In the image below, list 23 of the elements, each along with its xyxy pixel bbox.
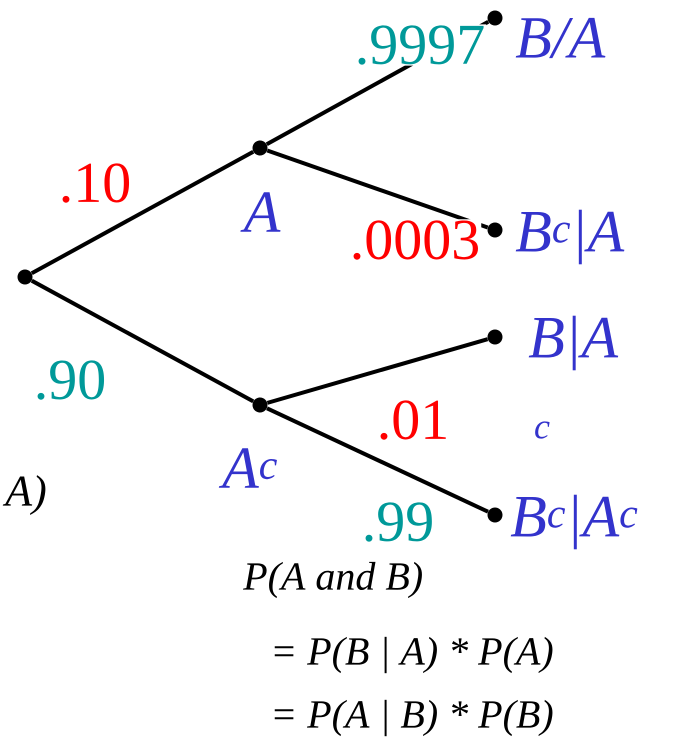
outcome-label: A$^{c}$ (218, 448, 277, 488)
branch-line (30, 278, 254, 404)
branch-line (30, 150, 254, 276)
probability-label: .99 (360, 501, 436, 543)
formula-text: P(A and B) (242, 562, 422, 598)
branch-line (266, 148, 488, 230)
branch-line (266, 406, 489, 514)
formula-text: = P(B | A) * P(A) (274, 636, 552, 674)
outcome-label: A (240, 192, 281, 232)
branch-line (266, 337, 488, 405)
dot (18, 270, 32, 284)
probability-label: .01 (376, 399, 450, 441)
probability-label: .9997 (354, 24, 486, 66)
probability-label: .10 (58, 162, 132, 204)
probability-label: .90 (32, 359, 108, 401)
outcome-label: c (535, 421, 550, 439)
outcome-label: B$^{c}$|A (516, 210, 624, 264)
probability-label: .0003 (348, 219, 482, 261)
outcome-label: B$^{c}$|A$^{c}$ (510, 494, 638, 550)
outcome-label: B|A (528, 316, 618, 370)
outcome-label: B/A (516, 18, 606, 58)
formula-text: = P(A | B) * P(B) (274, 700, 552, 736)
formula-text: A) (2, 475, 46, 515)
